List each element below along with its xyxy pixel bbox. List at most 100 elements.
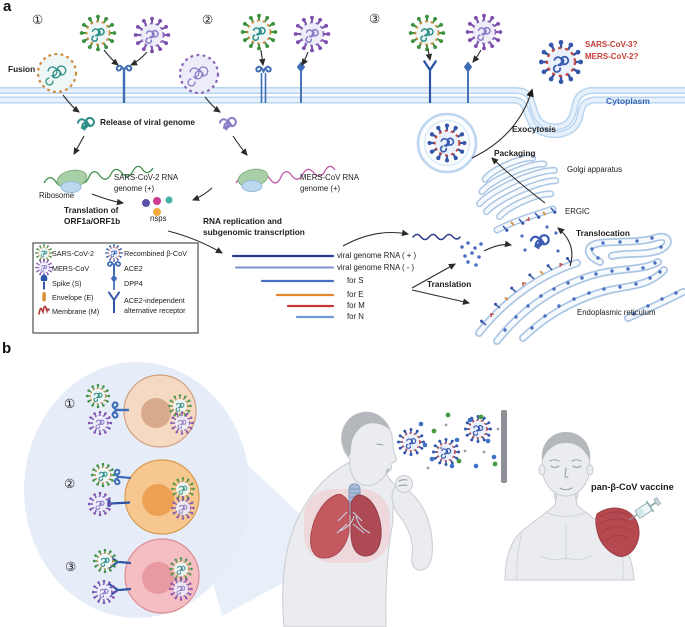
legend-item-label: Recombined β-CoV <box>124 249 187 258</box>
vaccinated-person <box>504 432 662 581</box>
packaging-arrow <box>491 157 546 204</box>
legend-item-label: MERS-CoV <box>52 263 90 273</box>
exocytosis-vesicle <box>416 112 478 174</box>
translation-complexes <box>43 165 336 193</box>
mers-cov-virus-icon <box>294 16 330 52</box>
legend-item-label: Membrane (M) <box>52 307 100 316</box>
release-label: Release of viral genome <box>100 117 195 127</box>
sars-cov-2-virus-icon <box>241 14 277 50</box>
sars-cov-2-virus-icon <box>80 15 116 51</box>
coughing-person <box>282 411 433 627</box>
translation-orf-label-1: Translation of <box>64 205 119 215</box>
variant-question-1: SARS-CoV-3? <box>585 40 638 49</box>
sars-cov-2-virus-icon <box>409 15 445 51</box>
left-lung <box>310 493 350 559</box>
mers-rna-label-1: MERS-CoV RNA <box>300 173 359 182</box>
rna-line-label: for S <box>347 276 364 285</box>
sars-rna-label-1: SARS-CoV-2 RNA <box>114 173 179 182</box>
released-genome-sars <box>76 116 95 131</box>
fusion-label: Fusion <box>8 64 36 74</box>
endoplasmic-reticulum <box>475 232 685 345</box>
legend-ace2-icon <box>107 261 121 275</box>
rna-line-label: for E <box>347 290 364 299</box>
legend-box <box>32 242 199 334</box>
recombined-bcov-virus-icon <box>432 438 460 466</box>
legend-item-label: Spike (S) <box>52 278 82 288</box>
sars-rna-label-2: genome (+) <box>114 184 155 193</box>
arm <box>391 484 433 571</box>
rna-line-label: for N <box>347 312 364 321</box>
legend-alt-receptor-label-2: alternative receptor <box>124 306 186 315</box>
rna-replication-label-2: subgenomic transcription <box>203 227 305 237</box>
right-lung <box>350 494 382 557</box>
translation-orf-label-2: ORF1a/ORF1b <box>64 216 121 226</box>
panel-b-label: b <box>2 340 12 357</box>
step-3-marker: ③ <box>65 560 77 574</box>
panel-b <box>24 362 662 627</box>
membrane-receptors <box>115 60 473 103</box>
exocytosis-label: Exocytosis <box>512 124 556 134</box>
legend-dpp4-icon <box>110 274 118 290</box>
legend-membrane-icon <box>38 305 50 315</box>
rna-line-label: for M <box>347 301 365 310</box>
variant-question-2: MERS-CoV-2? <box>585 52 639 61</box>
step-2-marker: ② <box>202 13 214 27</box>
step-3-marker: ③ <box>369 12 381 26</box>
fusing-sars-virus <box>36 52 78 94</box>
replicated-rna <box>412 233 461 241</box>
rna-replication-label-1: RNA replication and <box>203 216 282 226</box>
fist <box>395 475 413 493</box>
cell-ace2 <box>86 374 197 448</box>
legend-item-label: SARS-CoV-2 <box>52 249 94 258</box>
legend-envelope-icon <box>42 292 46 302</box>
step-2-marker: ② <box>64 477 76 491</box>
er-label: Endoplasmic reticulum <box>577 308 656 317</box>
packaging-label: Packaging <box>494 148 536 158</box>
ergic-label: ERGIC <box>565 207 590 216</box>
nsps-proteins <box>142 196 173 216</box>
rna-line-label: viral genome RNA ( + ) <box>337 251 417 260</box>
legend-alt-receptor-icon <box>108 291 120 313</box>
translated-proteins <box>460 241 483 267</box>
step-1-marker: ① <box>64 397 76 411</box>
legend-item-label: DPP4 <box>124 279 143 288</box>
dpp4-receptor-icon <box>463 61 473 103</box>
alt-receptor-icon <box>423 60 437 103</box>
barrier-bar <box>501 410 507 483</box>
hair <box>541 432 591 461</box>
bronchi <box>336 511 371 534</box>
rna-species-lines <box>231 254 335 319</box>
ribosome-icon <box>55 167 89 193</box>
rna-line-label: viral genome RNA ( - ) <box>337 263 415 272</box>
translocation-label: Translocation <box>576 228 630 238</box>
mers-rna-label-2: genome (+) <box>300 184 341 193</box>
nsps-label: nsps <box>150 214 167 223</box>
golgi-apparatus <box>476 154 560 221</box>
replication-complex <box>520 225 560 253</box>
vaccine-label: pan-β-CoV vaccine <box>591 482 674 492</box>
closed-eyes <box>550 465 582 469</box>
legend-alt-receptor-label-1: ACE2-independent <box>124 296 185 305</box>
mers-cov-virus-icon <box>466 14 502 50</box>
legend-item-label: ACE2 <box>124 264 143 273</box>
recombined-bcov-virus-icon <box>397 428 425 456</box>
step-1-marker: ① <box>32 13 44 27</box>
fusing-mers-virus <box>178 53 220 95</box>
cell-alt-receptors <box>92 538 200 614</box>
cell-ace2-dpp4 <box>88 459 200 535</box>
ergic-membrane <box>493 205 558 234</box>
muscle-fibers <box>599 511 631 542</box>
extracellular-viruses <box>80 14 583 84</box>
hair <box>341 412 390 457</box>
flow-arrows <box>62 48 573 305</box>
exocytosis-arrow <box>471 88 534 159</box>
cell-membrane <box>0 87 685 139</box>
translocation-arrow <box>557 227 573 267</box>
ribosome-label: Ribosome <box>39 191 75 200</box>
ace2-receptor-icon <box>255 65 272 103</box>
mouth <box>559 487 573 491</box>
exhaled-virus-cloud <box>397 412 500 470</box>
golgi-label: Golgi apparatus <box>567 165 623 174</box>
ace2-receptor-icon <box>115 64 133 103</box>
